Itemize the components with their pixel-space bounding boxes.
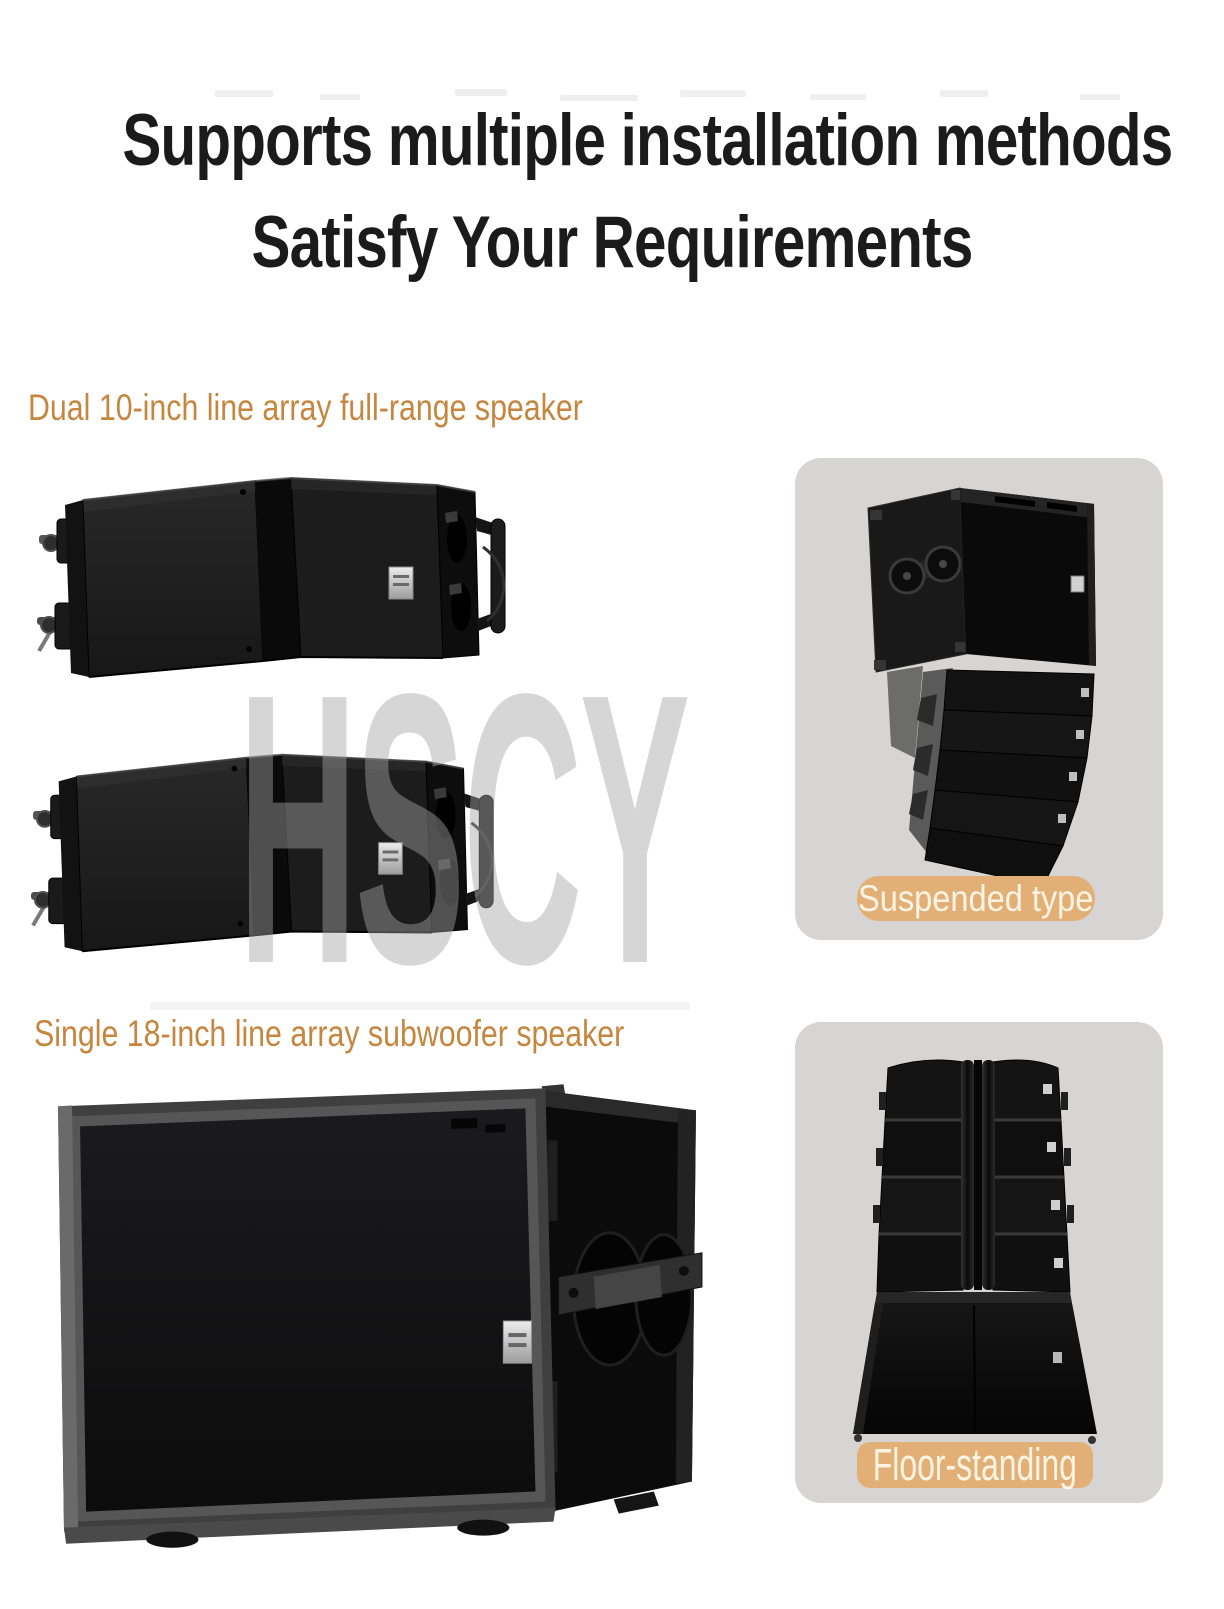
subwoofer-photo	[52, 1080, 714, 1552]
suspended-type-label: Suspended type	[858, 877, 1094, 919]
section-heading-subwoofer: Single 18-inch line array subwoofer spea…	[34, 1013, 625, 1054]
floor-standing-badge: Floor-standing	[857, 1439, 1093, 1490]
suspended-type-panel: Suspended type	[795, 458, 1163, 940]
suspended-array-photo	[867, 487, 1096, 887]
floor-standing-panel: Floor-standing	[795, 1022, 1163, 1503]
floor-standing-label: Floor-standing	[872, 1439, 1078, 1490]
section-heading-fullrange: Dual 10-inch line array full-range speak…	[28, 387, 583, 428]
suspended-type-badge: Suspended type	[857, 876, 1095, 921]
fullrange-speaker-photo-1	[36, 455, 518, 695]
floor-standing-stack-photo	[853, 1059, 1097, 1444]
main-title-line1: Supports multiple installation methods	[122, 100, 1173, 181]
fullrange-speaker-photo-2	[27, 732, 509, 969]
main-title-line2: Satisfy Your Requirements	[251, 202, 973, 283]
